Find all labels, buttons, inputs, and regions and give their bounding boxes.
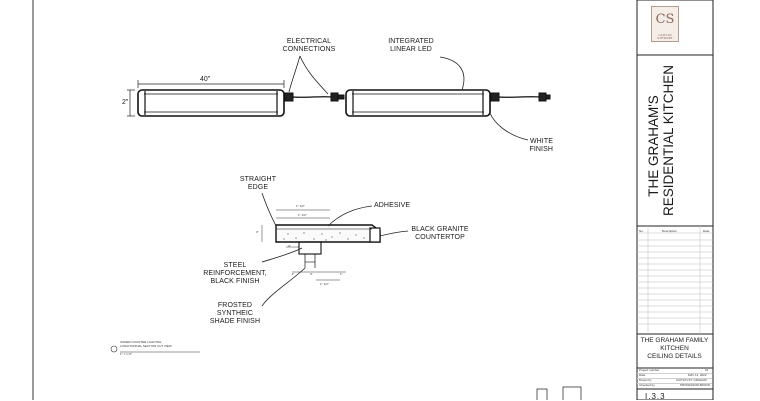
countertop-dimensions (261, 209, 346, 281)
label-straight-edge: STRAIGHT EDGE (239, 176, 277, 191)
logo-tagline: CAITLIN STEWART (657, 33, 673, 40)
project-name-block: THE GRAHAM FAMILY KITCHEN CEILING DETAIL… (637, 337, 712, 361)
countertop-leaders (261, 192, 409, 307)
fixture-leaders (288, 55, 529, 141)
project-name: THE GRAHAM FAMILY KITCHEN (640, 337, 709, 352)
vertical-project-title: THE GRAHAM'S RESIDENTIAL KITCHEN (646, 64, 698, 216)
info-value-project-number: 01 (705, 368, 709, 372)
label-integrated-led: INTEGRATED LINEAR LED (388, 38, 434, 53)
rev-head-date: Date (703, 229, 710, 233)
sheet-number: I.3.3 (645, 392, 666, 401)
info-label-drawn-by: Drawn by (639, 378, 652, 382)
rev-head-description: Description (662, 229, 678, 233)
led-fixture-left (137, 89, 345, 117)
countertop-section (275, 224, 381, 268)
info-value-checked-by: PROFESSOR BROOK (680, 383, 711, 387)
info-label-date: Date (639, 373, 646, 377)
caption-scale: 1" = 1'-0" (120, 352, 133, 356)
fixture-dimensions (127, 80, 285, 117)
ct-dim-8: 1" 1/2" (320, 282, 329, 286)
info-divider (637, 373, 712, 374)
logo-monogram: CS (655, 12, 675, 27)
label-electrical-connections: ELECTRICAL CONNECTIONS (282, 38, 336, 53)
caption-line-2: LONGITUDINAL SECTION CUT VIEW (120, 344, 172, 348)
info-label-checked-by: Checked by (639, 383, 655, 387)
label-adhesive: ADHESIVE (374, 202, 411, 209)
firm-logo: CS CAITLIN STEWART (651, 6, 679, 42)
label-black-granite: BLACK GRANITE COUNTERTOP (411, 226, 469, 241)
rev-head-no: No. (639, 229, 644, 233)
info-divider (637, 383, 712, 384)
caption-graphic (110, 345, 200, 353)
caption-line-1: UNDER COUNTER LIGHTING (120, 340, 162, 344)
partial-next-detail (536, 386, 582, 400)
info-value-drawn-by: CAITLIN ST. GRAHAM (676, 378, 707, 382)
dim-fixture-height: 2" (122, 99, 129, 106)
ct-dim-6: 1" (340, 272, 343, 276)
vertical-title-line-2: RESIDENTIAL KITCHEN (661, 64, 676, 216)
ct-dim-1: 1" 1/2" (296, 204, 305, 208)
info-label-project-number: Project number (639, 368, 660, 372)
info-value-date: MAY 11, 2022 (688, 373, 707, 377)
ct-dim-5: 1" (292, 272, 295, 276)
vertical-title-line-1: THE GRAHAM'S (646, 95, 661, 197)
ct-dim-7: 3" (310, 272, 313, 276)
led-fixture-right (345, 89, 551, 117)
ct-dim-3: 3" (256, 230, 259, 234)
ct-dim-2: 1" 1/2" (298, 213, 307, 217)
label-frosted-shade: FROSTED SYNTHEIC SHADE FINISH (209, 302, 261, 325)
label-steel-reinforcement: STEEL REINFORCEMENT, BLACK FINISH (203, 262, 267, 285)
sheet-title: CEILING DETAILS (647, 353, 702, 360)
label-white-finish: WHITE FINISH (529, 138, 553, 153)
info-divider (637, 378, 712, 379)
dim-fixture-width: 40" (200, 76, 211, 83)
ct-dim-4: 4" (288, 244, 291, 248)
